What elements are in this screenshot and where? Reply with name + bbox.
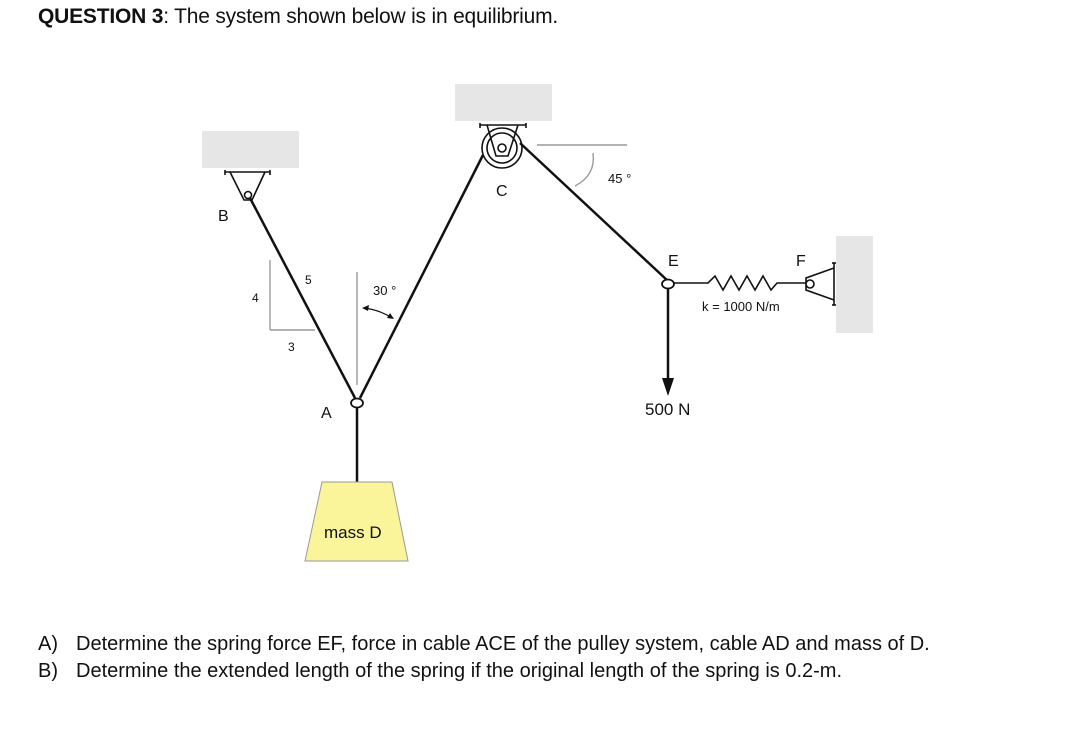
- question-text: Determine the extended length of the spr…: [76, 660, 843, 682]
- point-label-b: B: [218, 208, 229, 225]
- pin-bracket-b: [224, 170, 271, 201]
- angle-label-45: 45 °: [608, 171, 631, 186]
- angle-label-30: 30 °: [373, 283, 396, 298]
- guide-lines: [269, 144, 627, 385]
- cable-ab: [248, 197, 357, 399]
- arc-arrow-right: [387, 313, 394, 319]
- cable-ac: [358, 154, 485, 399]
- point-label-e: E: [668, 253, 679, 270]
- question-item-b: B) Determine the extended length of the …: [38, 658, 1058, 685]
- pin-bracket-f: [805, 262, 836, 306]
- slope-label-rise: 4: [252, 291, 259, 305]
- question-number: QUESTION 3: [38, 5, 164, 28]
- question-item-a: A) Determine the spring force EF, force …: [38, 631, 1058, 658]
- spring-constant-label: k = 1000 N/m: [702, 299, 780, 314]
- load-label: 500 N: [645, 400, 690, 419]
- spring-ef: [672, 274, 806, 292]
- question-list: A) Determine the spring force EF, force …: [38, 631, 1058, 685]
- mass-d-block: [304, 481, 409, 562]
- wall-support-f: [836, 236, 873, 333]
- ring-a: [350, 397, 364, 409]
- mass-label: mass D: [324, 523, 382, 542]
- question-statement: : The system shown below is in equilibri…: [163, 5, 559, 28]
- point-label-c: C: [496, 183, 508, 200]
- question-text: Determine the spring force EF, force in …: [76, 633, 930, 655]
- load-arrow-head: [662, 378, 674, 396]
- angle-arc-45: [574, 152, 595, 187]
- slope-label-run: 3: [288, 340, 295, 354]
- question-title: QUESTION 3: The system shown below is in…: [38, 5, 558, 29]
- slope-label-hyp: 5: [305, 273, 312, 287]
- ceiling-support-b: [202, 131, 299, 168]
- question-letter: B): [38, 660, 58, 682]
- point-label-a: A: [321, 405, 332, 422]
- point-label-f: F: [796, 253, 806, 270]
- cables: [248, 142, 670, 482]
- cable-ce: [519, 142, 669, 282]
- pulley-c: [479, 123, 527, 169]
- ring-e: [661, 278, 675, 290]
- ceiling-support-c: [455, 84, 552, 121]
- question-letter: A): [38, 633, 58, 655]
- arc-arrow-left: [362, 305, 369, 311]
